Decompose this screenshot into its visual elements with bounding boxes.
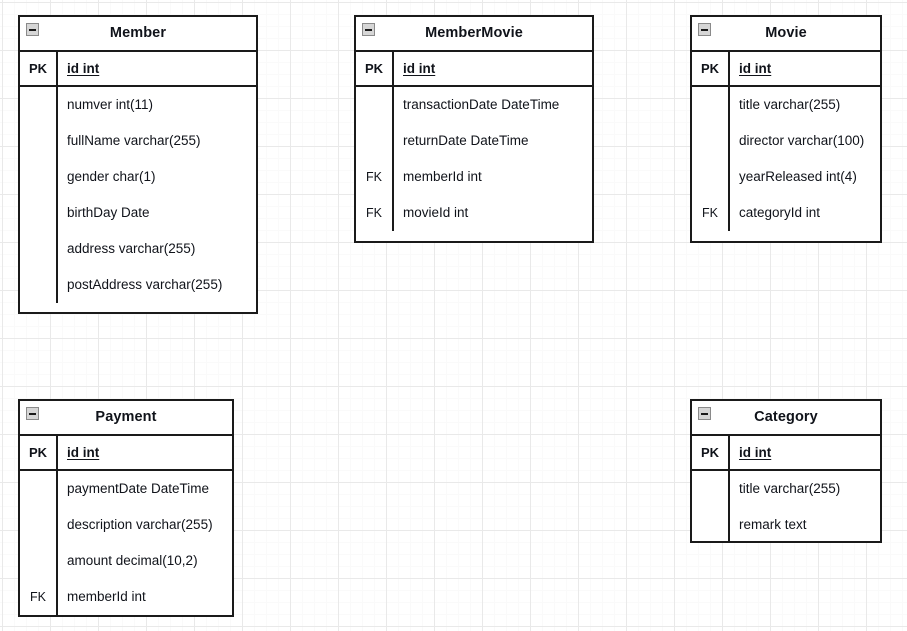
key-indicator-pk: PK <box>700 61 720 76</box>
entity-title-bar: Member <box>20 17 256 52</box>
attribute-name: memberId int <box>403 169 482 185</box>
attribute-row[interactable]: fullName varchar(255) <box>20 123 256 159</box>
attribute-name: returnDate DateTime <box>403 133 529 149</box>
column-divider <box>392 87 394 231</box>
key-indicator-pk: PK <box>28 445 48 460</box>
column-divider <box>728 436 730 469</box>
column-divider <box>728 52 730 85</box>
attribute-name: description varchar(255) <box>67 517 213 533</box>
attribute-name: yearReleased int(4) <box>739 169 857 185</box>
key-indicator-pk: PK <box>364 61 384 76</box>
attribute-row[interactable]: FK categoryId int <box>692 195 880 231</box>
attribute-name: gender char(1) <box>67 169 156 185</box>
attribute-name-pk: id int <box>67 444 100 460</box>
column-divider <box>56 436 58 469</box>
minus-icon[interactable] <box>698 407 711 420</box>
entity-name: Movie <box>765 25 807 42</box>
entity-name: Member <box>109 25 167 42</box>
attribute-row[interactable]: title varchar(255) <box>692 87 880 123</box>
attribute-row[interactable]: amount decimal(10,2) <box>20 543 232 579</box>
attribute-name: title varchar(255) <box>739 97 841 113</box>
minus-icon[interactable] <box>362 23 375 36</box>
attribute-row[interactable]: yearReleased int(4) <box>692 159 880 195</box>
attribute-name: amount decimal(10,2) <box>67 553 198 569</box>
key-indicator-pk: PK <box>28 61 48 76</box>
entity-name: Payment <box>95 409 157 426</box>
attribute-name: categoryId int <box>739 205 821 221</box>
primary-key-row[interactable]: PK id int <box>356 52 592 87</box>
attribute-name-pk: id int <box>739 444 772 460</box>
attribute-row[interactable]: gender char(1) <box>20 159 256 195</box>
attribute-list: numver int(11) fullName varchar(255) gende… <box>20 87 256 312</box>
attribute-row[interactable]: FK memberId int <box>356 159 592 195</box>
entity-title-bar: MemberMovie <box>356 17 592 52</box>
primary-key-row[interactable]: PK id int <box>20 436 232 471</box>
attribute-row[interactable]: address varchar(255) <box>20 231 256 267</box>
attribute-row[interactable]: FK memberId int <box>20 579 232 615</box>
column-divider <box>728 87 730 231</box>
attribute-row[interactable]: birthDay Date <box>20 195 256 231</box>
attribute-list: title varchar(255) director varchar(100) y… <box>692 87 880 241</box>
attribute-row[interactable]: postAddress varchar(255) <box>20 267 256 303</box>
attribute-name: transactionDate DateTime <box>403 97 560 113</box>
attribute-name: remark text <box>739 517 807 533</box>
primary-key-row[interactable]: PK id int <box>692 52 880 87</box>
attribute-name: postAddress varchar(255) <box>67 277 223 293</box>
attribute-name: address varchar(255) <box>67 241 196 257</box>
attribute-name: fullName varchar(255) <box>67 133 201 149</box>
attribute-list: paymentDate DateTime description varchar(… <box>20 471 232 615</box>
column-divider <box>56 471 58 615</box>
entity-name: MemberMovie <box>425 25 523 42</box>
attribute-name: numver int(11) <box>67 97 154 113</box>
attribute-row[interactable]: title varchar(255) <box>692 471 880 507</box>
key-indicator-fk: FK <box>366 205 382 220</box>
column-divider <box>56 87 58 303</box>
attribute-row[interactable]: transactionDate DateTime <box>356 87 592 123</box>
key-indicator-fk: FK <box>30 589 46 604</box>
attribute-row[interactable]: numver int(11) <box>20 87 256 123</box>
attribute-list: title varchar(255) remark text <box>692 471 880 543</box>
entity-title-bar: Payment <box>20 401 232 436</box>
entity-title-bar: Movie <box>692 17 880 52</box>
attribute-name: movieId int <box>403 205 469 221</box>
key-indicator-pk: PK <box>700 445 720 460</box>
primary-key-row[interactable]: PK id int <box>692 436 880 471</box>
attribute-row[interactable]: FK movieId int <box>356 195 592 231</box>
attribute-name-pk: id int <box>739 60 772 76</box>
attribute-name: director varchar(100) <box>739 133 865 149</box>
attribute-name: birthDay Date <box>67 205 150 221</box>
attribute-name: paymentDate DateTime <box>67 481 210 497</box>
entity-name: Category <box>754 409 818 426</box>
attribute-row[interactable]: remark text <box>692 507 880 543</box>
minus-icon[interactable] <box>698 23 711 36</box>
minus-icon[interactable] <box>26 407 39 420</box>
attribute-name-pk: id int <box>67 60 100 76</box>
attribute-row[interactable]: description varchar(255) <box>20 507 232 543</box>
attribute-row[interactable]: returnDate DateTime <box>356 123 592 159</box>
key-indicator-fk: FK <box>702 205 718 220</box>
column-divider <box>728 471 730 543</box>
column-divider <box>392 52 394 85</box>
attribute-row[interactable]: paymentDate DateTime <box>20 471 232 507</box>
column-divider <box>56 52 58 85</box>
attribute-name-pk: id int <box>403 60 436 76</box>
attribute-row[interactable]: director varchar(100) <box>692 123 880 159</box>
attribute-name: title varchar(255) <box>739 481 841 497</box>
key-indicator-fk: FK <box>366 169 382 184</box>
attribute-list: transactionDate DateTime returnDate DateT… <box>356 87 592 241</box>
minus-icon[interactable] <box>26 23 39 36</box>
primary-key-row[interactable]: PK id int <box>20 52 256 87</box>
entity-title-bar: Category <box>692 401 880 436</box>
attribute-name: memberId int <box>67 589 146 605</box>
